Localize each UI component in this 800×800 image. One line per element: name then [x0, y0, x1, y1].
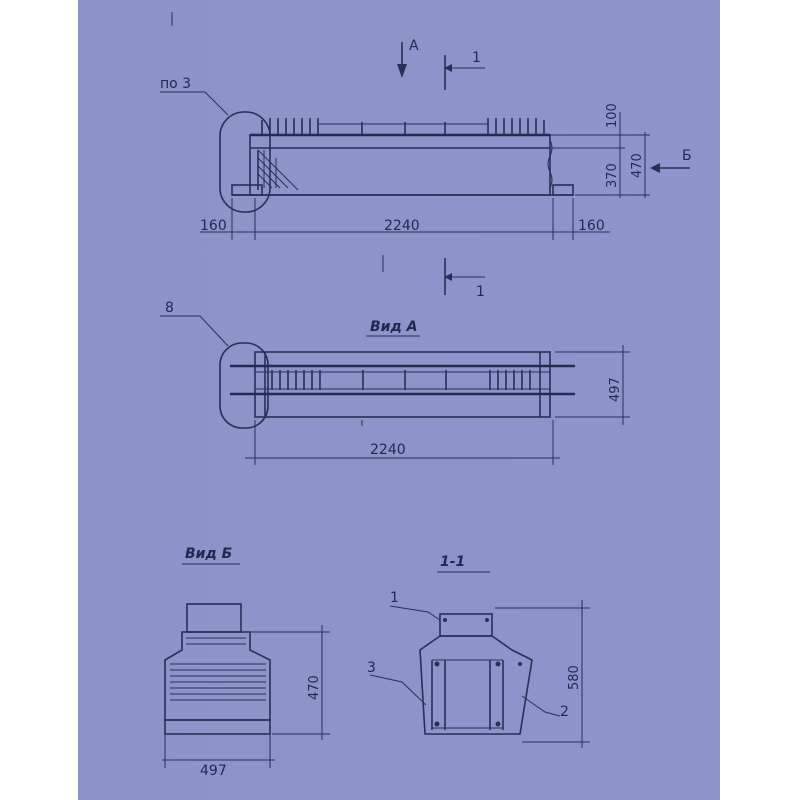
callout-label-1: 1: [390, 590, 399, 606]
callout-leader-2: [521, 695, 561, 717]
section-1-1-title: 1-1: [440, 554, 465, 570]
callout-leader-8: [160, 315, 229, 347]
dim-mid-height: 370: [605, 163, 620, 188]
dim-elevation-length: 2240: [384, 218, 420, 234]
section-mark-bottom-label: 1: [476, 284, 485, 300]
elevation-view: по 3 160 2240 160 100 370 470 A Б 1: [160, 38, 692, 300]
view-b-base: [164, 719, 271, 735]
view-a-title: Вид А: [370, 319, 418, 335]
callout-leader-po3: [160, 91, 229, 116]
callout-leader-1: [389, 605, 441, 621]
dim-left-overhang: 160: [200, 218, 227, 234]
dim-right-overhang: 160: [578, 218, 605, 234]
right-base-plate: [552, 184, 574, 196]
callout-label-po3: по 3: [160, 76, 191, 92]
dim-view-a-height: 497: [608, 377, 623, 402]
dim-top-height: 100: [605, 103, 620, 128]
section-mark-top-label: 1: [472, 50, 481, 66]
view-b: Вид Б 497 470: [162, 546, 330, 779]
dim-view-a-length: 2240: [370, 442, 406, 458]
section-top-box: [439, 613, 493, 637]
callout-label-8: 8: [165, 300, 174, 316]
view-a-callout-oval: [219, 342, 269, 429]
stirrup-ticks: [261, 118, 545, 135]
section-1-1: 1-1 1 3 2 580: [367, 554, 590, 748]
view-b-hatch: [170, 637, 266, 701]
elevation-body: [249, 134, 551, 196]
view-a-stirrups: [271, 370, 531, 390]
view-a: Вид А 8: [160, 300, 630, 465]
callout-label-3: 3: [367, 660, 376, 676]
dim-section-height: 580: [567, 665, 582, 690]
view-b-title: Вид Б: [185, 546, 232, 562]
detail-callout-oval: [219, 111, 271, 213]
view-arrow-a-label: A: [409, 38, 419, 54]
section-rebar-dots: [434, 618, 522, 727]
view-arrow-b-label: Б: [682, 148, 692, 164]
view-a-outline: [254, 351, 551, 418]
dim-total-height: 470: [630, 153, 645, 178]
view-b-top-box: [186, 603, 242, 633]
left-end-hatch: [257, 149, 299, 191]
section-body: [419, 635, 533, 735]
dim-view-b-height: 470: [307, 675, 322, 700]
callout-leader-3: [369, 674, 427, 706]
callout-label-2: 2: [560, 704, 569, 720]
dim-view-b-width: 497: [200, 763, 227, 779]
